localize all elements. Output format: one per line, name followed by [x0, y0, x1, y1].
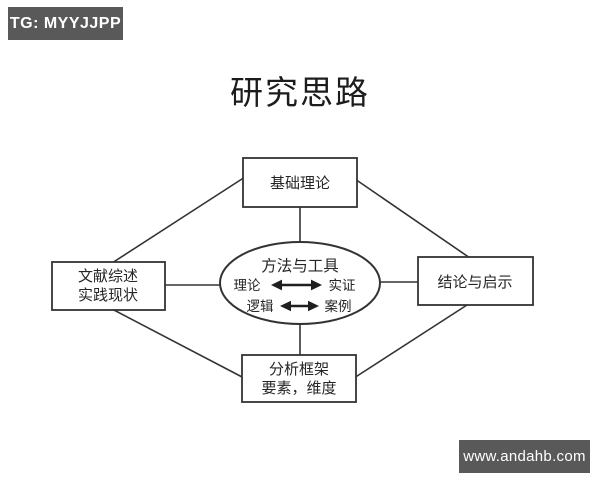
- double-arrow-icon: [271, 279, 322, 291]
- double-arrow-icon: [280, 300, 319, 312]
- node-basic-theory-label: 基础理论: [270, 175, 330, 192]
- node-conclusions-label: 结论与启示: [437, 274, 512, 291]
- node-literature-review-box: [51, 261, 166, 311]
- node-literature-review-label-line2: 实践现状: [78, 287, 138, 304]
- ellipse-case-label: 案例: [325, 298, 352, 314]
- ellipse-title-label: 方法与工具: [261, 257, 339, 275]
- connector-line-left-to-bottom: [111, 308, 245, 379]
- page-title: 研究思路: [230, 76, 370, 112]
- node-analysis-framework-box: [241, 354, 357, 403]
- node-analysis-framework-label-line2: 要素，维度: [261, 380, 336, 397]
- connector-lines: [111, 176, 471, 379]
- connector-line-top-to-left: [111, 176, 246, 264]
- tg-watermark-label: TG: MYYJJPP: [9, 14, 122, 32]
- ellipse-empirical-label: 实证: [329, 278, 356, 293]
- methods-tools-ellipse: [219, 241, 381, 325]
- connector-line-top-to-right: [354, 178, 471, 259]
- ellipse-theory-label: 理论: [234, 278, 261, 293]
- node-analysis-framework-label-line1: 分析框架: [269, 361, 329, 378]
- node-conclusions-box: [417, 256, 534, 306]
- website-watermark-badge: www.andahb.com: [459, 440, 590, 473]
- ellipse-logic-label: 逻辑: [247, 299, 274, 314]
- connector-line-bottom-to-right: [353, 304, 468, 379]
- tg-watermark-badge: TG: MYYJJPP: [8, 7, 123, 40]
- node-literature-review-label-line1: 文献综述: [78, 268, 138, 285]
- website-watermark-label: www.andahb.com: [463, 448, 586, 465]
- node-basic-theory-box: [242, 157, 358, 208]
